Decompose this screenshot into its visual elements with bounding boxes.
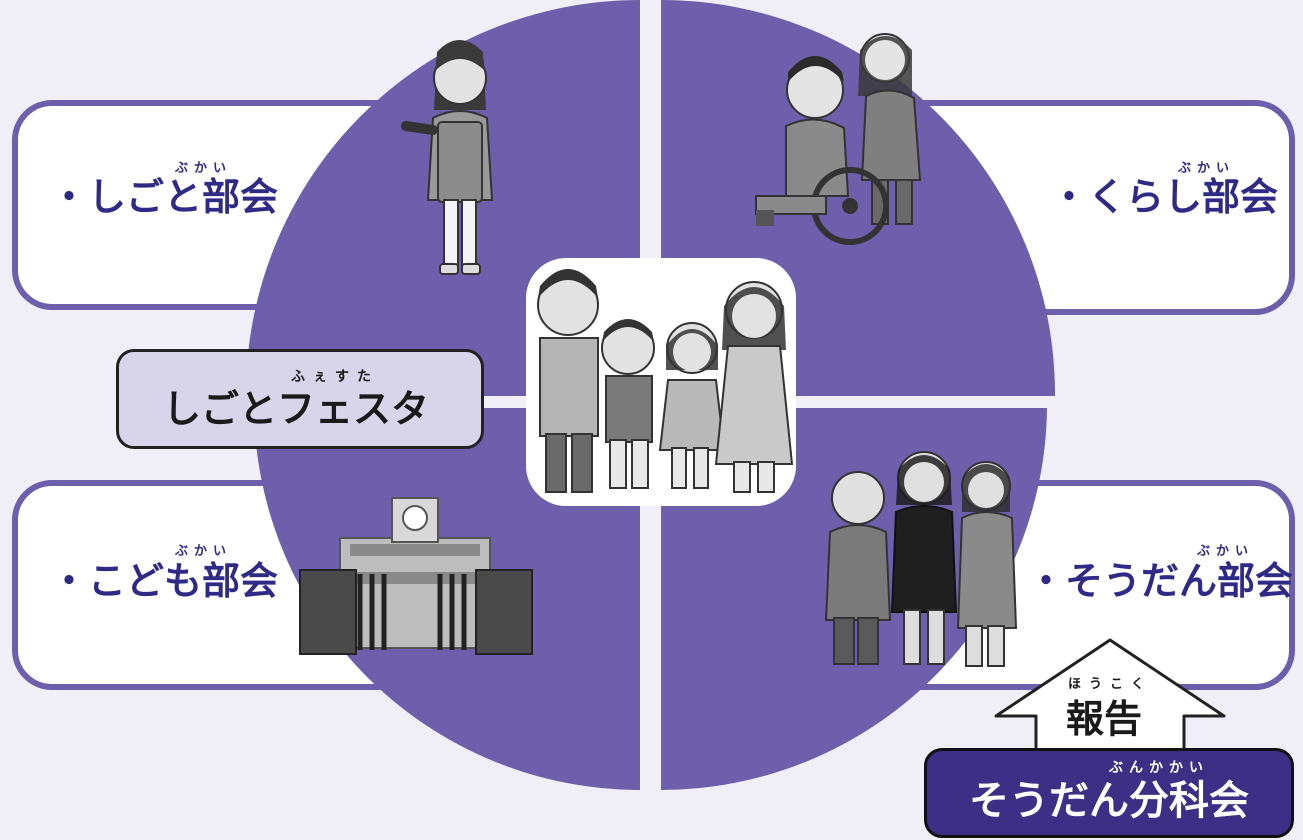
festa-ruby: ふぇすた <box>291 369 379 385</box>
kodomo-ruby: ぶかい <box>175 544 233 559</box>
family-illustration <box>526 258 796 506</box>
soudan-ruby: ぶかい <box>1197 544 1255 559</box>
shigoto-label: ・しごと部会 <box>50 175 279 219</box>
kurashi-ruby: ぶかい <box>1178 161 1236 176</box>
festa-label: しごとフェスタ <box>163 387 430 431</box>
kurashi-label: ・くらし部会 <box>1050 175 1279 219</box>
soudan-label: ・そうだん部会 <box>1027 559 1294 603</box>
wheelchair-caregiver-illustration <box>755 33 922 245</box>
woman-in-apron-illustration <box>401 40 494 275</box>
soudan-bunkakai-box: ぶんかかい そうだん分科会 <box>924 748 1294 838</box>
bunkakai-ruby: ぶんかかい <box>1109 760 1209 776</box>
kodomo-label: ・こども部会 <box>50 559 279 603</box>
report-ruby: ほうこく <box>1068 677 1153 692</box>
school-building-illustration <box>299 497 533 655</box>
shigoto-ruby: ぶかい <box>175 161 233 176</box>
bunkakai-label: そうだん分科会 <box>969 778 1249 824</box>
report-label: 報告 <box>1066 697 1143 741</box>
three-people-illustration <box>824 451 1018 667</box>
shigoto-festa-box: ふぇすた しごとフェスタ <box>116 349 484 449</box>
